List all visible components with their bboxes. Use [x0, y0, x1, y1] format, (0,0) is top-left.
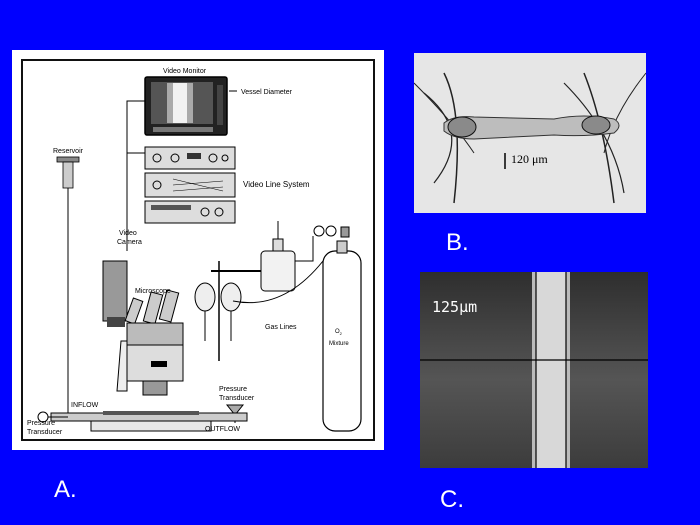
inflow-label: INFLOW	[71, 402, 99, 409]
panel-a-schematic: Video Monitor Vessel Diameter	[12, 50, 384, 450]
scale-label-b: 120 μm	[511, 152, 548, 166]
panel-c-micrograph: 125μm	[420, 272, 648, 468]
video-monitor-label: Video Monitor	[163, 68, 207, 75]
vessel-crosshair-image	[420, 272, 648, 468]
gas-regulator	[313, 225, 350, 238]
video-monitor	[144, 76, 228, 136]
vessel-micrograph	[413, 53, 647, 213]
video-camera-label-2: Camera	[117, 239, 142, 246]
reservoir	[56, 156, 80, 401]
video-camera-label-1: Video	[119, 230, 137, 237]
vessel-diameter-label: Vessel Diameter	[241, 89, 293, 96]
pressure-transducer-right-label-2: Transducer	[219, 395, 255, 402]
schematic-diagram: Video Monitor Vessel Diameter	[27, 68, 362, 436]
reservoir-label: Reservoir	[53, 148, 84, 155]
pressure-transducer-left-label-1: Pressure	[27, 420, 55, 427]
gas-tank-label-mixture: Mixture	[329, 341, 349, 347]
video-line-system-label: Video Line System	[243, 180, 310, 189]
pressure-transducer-right-label-1: Pressure	[219, 386, 247, 393]
microscope-label: Microscope	[135, 288, 171, 295]
microscope	[102, 260, 184, 396]
panel-label-b: B.	[446, 229, 469, 256]
vessel-chamber	[37, 401, 248, 432]
scale-label-c: 125μm	[432, 298, 478, 316]
outflow-label: OUTFLOW	[205, 426, 240, 433]
panel-label-a: A.	[54, 476, 77, 503]
gas-tank-label-o2: O2	[335, 329, 343, 336]
panel-label-c: C.	[440, 486, 464, 513]
media-bottles	[194, 221, 296, 361]
video-line-system	[144, 146, 236, 224]
schematic-frame: Video Monitor Vessel Diameter	[21, 59, 375, 441]
panel-b-micrograph: 120 μm	[413, 53, 647, 213]
gas-lines-label: Gas Lines	[265, 324, 297, 331]
pressure-transducer-left-label-2: Transducer	[27, 429, 63, 436]
o2-mixture-tank	[322, 240, 362, 432]
